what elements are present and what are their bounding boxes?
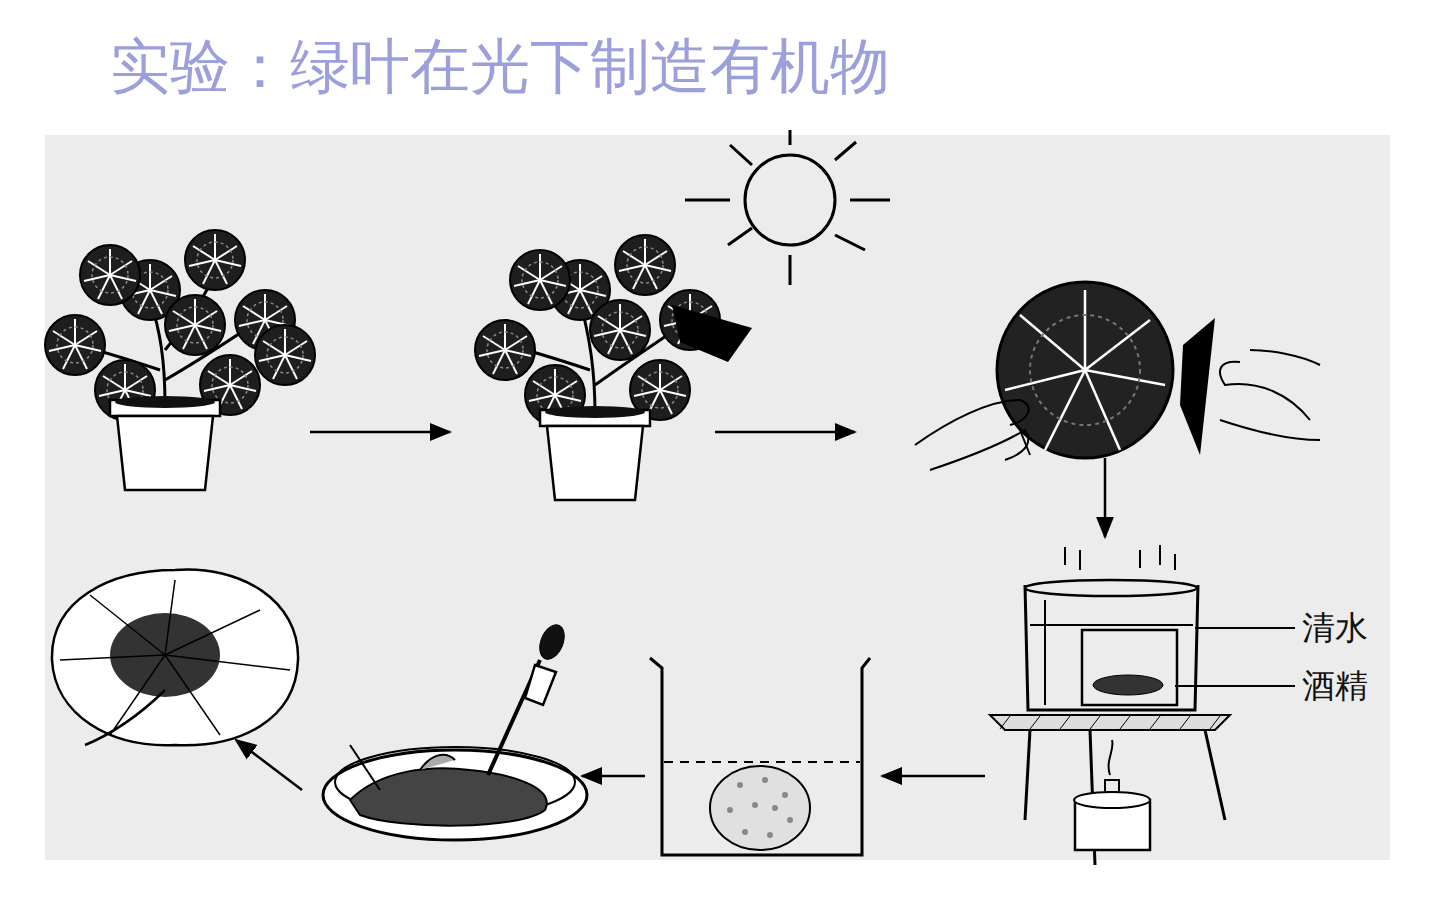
leaf-with-paper-in-hands [915,282,1320,470]
potted-plant [45,230,315,490]
beaker-rinsing-leaf [650,658,870,855]
panel-background [45,135,1390,860]
petri-dish-iodine [323,621,587,840]
diagram-title: 实验：绿叶在光下制造有机物 [110,30,890,102]
sun [685,130,890,285]
part-label: 清水 [1300,610,1370,646]
stained-leaf [52,570,298,746]
part-label: 酒精 [1300,668,1370,704]
plant-with-black-paper [475,235,752,500]
water-bath-heating [990,545,1295,865]
process-arrow [236,432,1105,790]
